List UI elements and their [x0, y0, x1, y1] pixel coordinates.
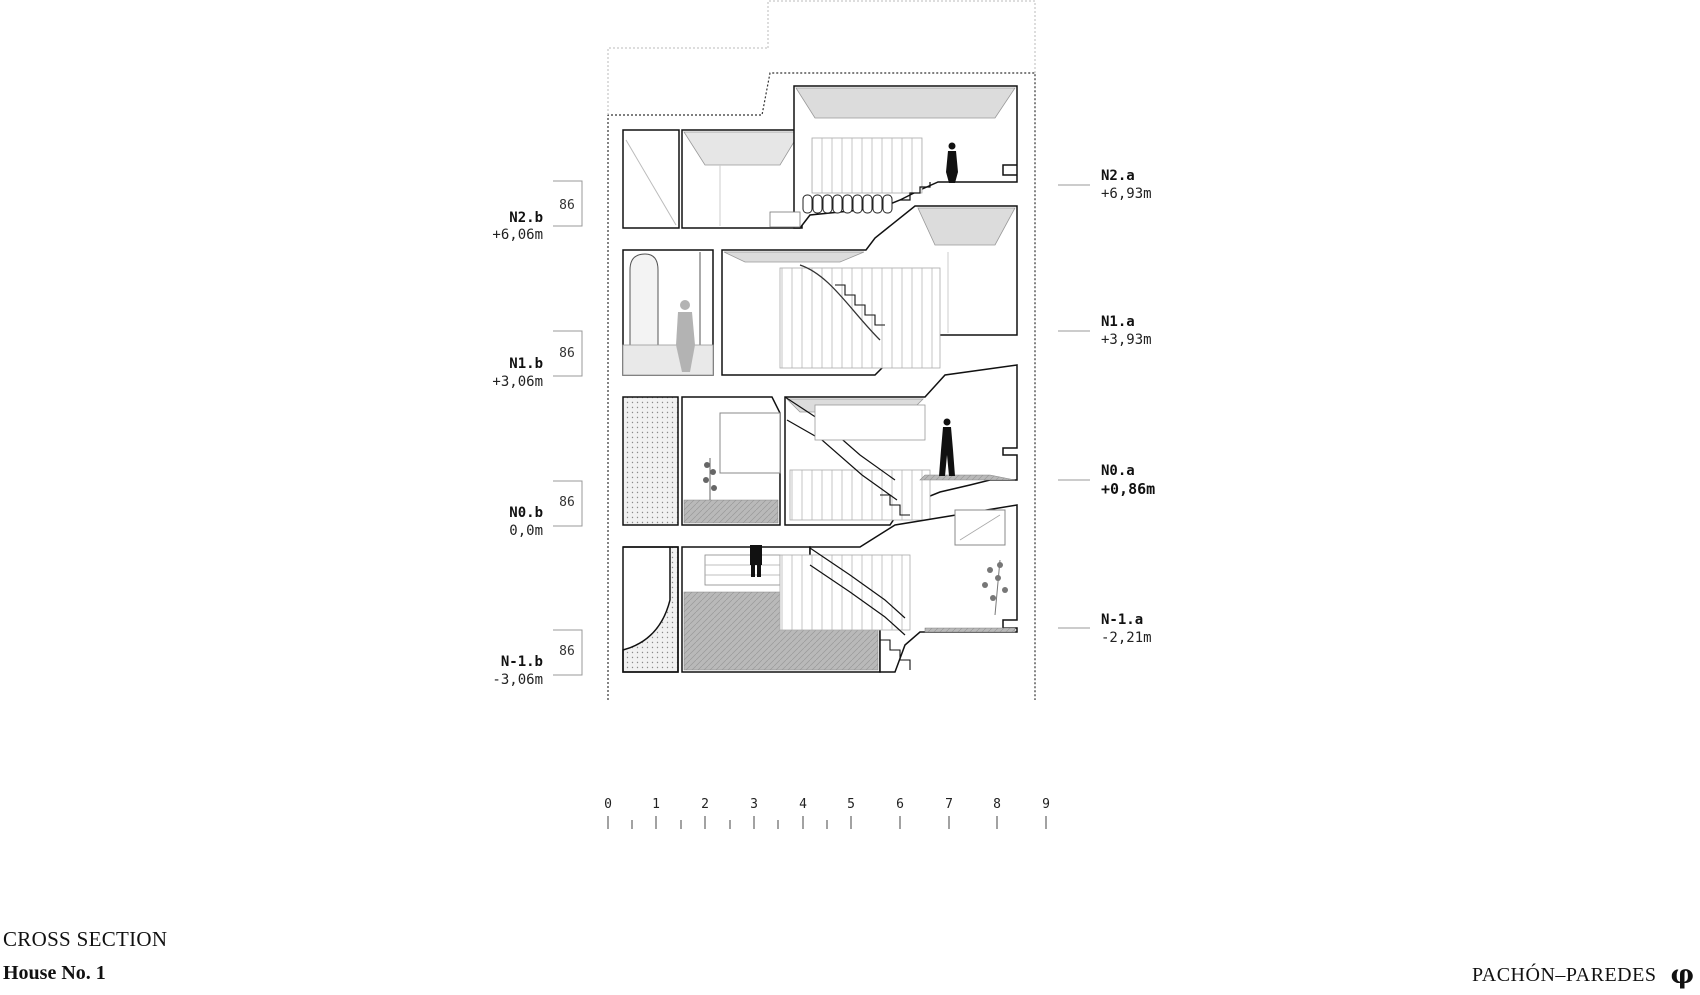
left-level-markers: 86 N2.b +6,06m 86 N1.b +3,06m 86 N0.b 0,… [492, 180, 583, 688]
level-elevation: +6,93m [1101, 186, 1152, 202]
level-box-value: 86 [559, 495, 575, 510]
level-box-value: 86 [559, 346, 575, 361]
scale-label: 4 [799, 797, 807, 812]
level-name: N0.b [509, 505, 543, 521]
level-box-value: 86 [559, 644, 575, 659]
level-n2-rooms [622, 85, 1018, 229]
level-name: N2.a [1101, 168, 1135, 184]
level-elevation: +6,06m [492, 227, 543, 243]
level-elevation: 0,0m [509, 523, 543, 539]
title-block: CROSS SECTION House No. 1 [3, 927, 167, 985]
level-marker-n-1b: 86 N-1.b -3,06m [492, 629, 583, 688]
person-figure-n2 [946, 142, 958, 183]
firm-name: PACHÓN–PAREDES [1471, 963, 1657, 986]
level-elevation: -2,21m [1101, 630, 1152, 646]
level-name: N-1.a [1101, 612, 1143, 628]
level-elevation: +3,93m [1101, 332, 1152, 348]
level-name: N1.a [1101, 314, 1135, 330]
level-marker-n1a: N1.a +3,93m [1058, 314, 1152, 348]
scale-label: 0 [604, 797, 612, 812]
building-envelope [607, 0, 1036, 700]
level-box-value: 86 [559, 198, 575, 213]
drawing-title: CROSS SECTION [3, 927, 168, 951]
plant-n0 [703, 458, 717, 500]
scale-label: 5 [847, 797, 855, 812]
phi-logo-icon: φ [1670, 960, 1694, 990]
level-elevation: +0,86m [1101, 480, 1155, 498]
level-n0-rooms [622, 364, 1018, 526]
scale-label: 2 [701, 797, 709, 812]
level-name: N1.b [509, 356, 543, 372]
scale-bar: 0 1 2 3 4 5 6 7 8 9 [604, 797, 1050, 829]
scale-label: 8 [993, 797, 1001, 812]
project-name: House No. 1 [3, 962, 106, 984]
scale-label: 1 [652, 797, 660, 812]
level-marker-n0a: N0.a +0,86m [1058, 463, 1155, 498]
level-elevation: +3,06m [492, 374, 543, 390]
scale-label: 3 [750, 797, 758, 812]
level-name: N2.b [509, 210, 543, 226]
level-name: N-1.b [501, 654, 543, 670]
level-marker-n-1a: N-1.a -2,21m [1058, 612, 1152, 646]
level-name: N0.a [1101, 463, 1135, 479]
level-marker-n1b: 86 N1.b +3,06m [492, 330, 583, 390]
scale-label: 6 [896, 797, 904, 812]
level-n-1-rooms [622, 504, 1018, 673]
scale-label: 9 [1042, 797, 1050, 812]
person-figure-n-1 [750, 545, 762, 577]
person-figure-n0 [939, 418, 955, 476]
scale-label: 7 [945, 797, 953, 812]
level-marker-n2a: N2.a +6,93m [1058, 168, 1152, 202]
level-marker-n0b: 86 N0.b 0,0m [509, 480, 583, 539]
level-elevation: -3,06m [492, 672, 543, 688]
person-figure-n1 [676, 300, 695, 372]
level-marker-n2b: 86 N2.b +6,06m [492, 180, 583, 243]
right-level-markers: N2.a +6,93m N1.a +3,93m N0.a +0,86m N-1.… [1058, 168, 1155, 646]
level-n1-rooms [622, 205, 1018, 376]
firm-block: PACHÓN–PAREDES φ [1472, 962, 1694, 988]
